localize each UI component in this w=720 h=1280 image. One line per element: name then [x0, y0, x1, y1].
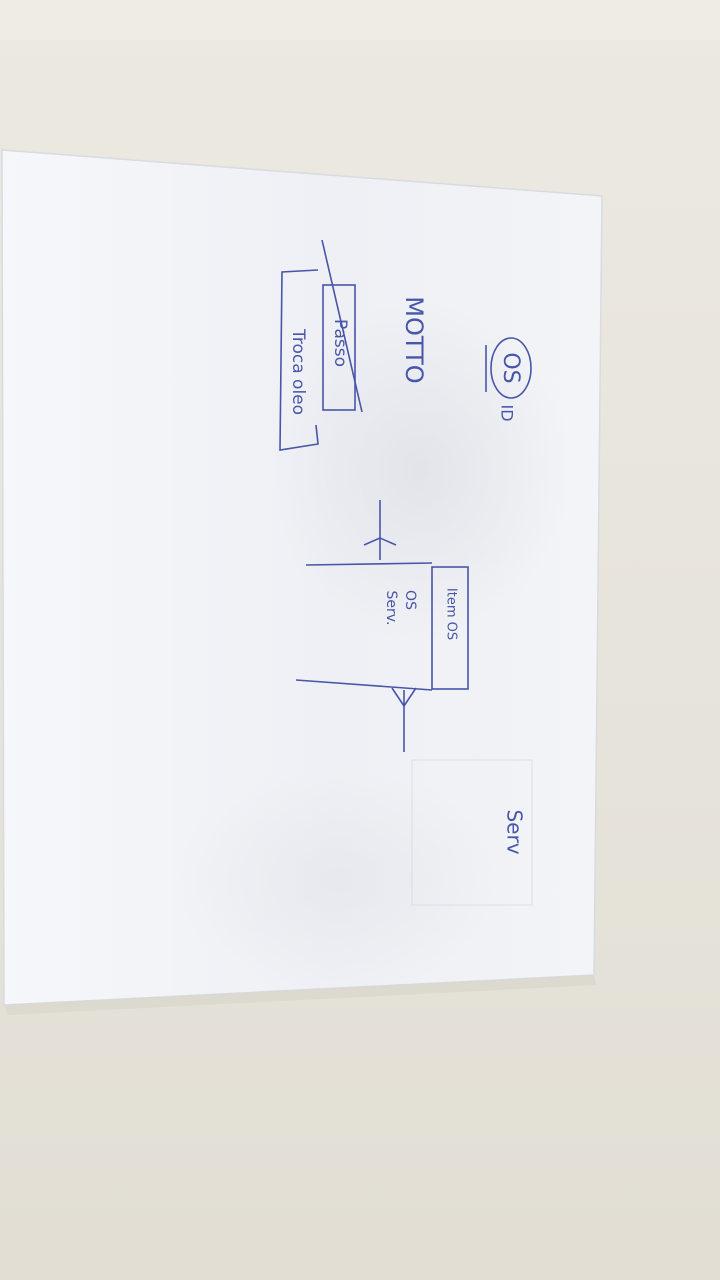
paper-shadow-blob: [170, 770, 510, 990]
entity-title: Item OS: [444, 588, 459, 640]
id-label: ID: [498, 404, 517, 421]
table-edge-shadow: [0, 0, 720, 40]
serv-label: Serv: [503, 809, 527, 854]
os-label: OS: [498, 352, 523, 383]
entity-field-os: OS: [402, 590, 418, 610]
entity-box: [431, 566, 469, 690]
strike-line: [321, 239, 363, 413]
ghost-box: [411, 759, 533, 906]
os-circle: [490, 337, 532, 399]
paper-lower-shadow: [4, 975, 596, 1015]
relation-line-top: [305, 562, 433, 566]
troca-label: Troca oleo: [288, 328, 308, 415]
troca-box: [279, 269, 319, 451]
crowfoot-bottom: [391, 687, 417, 752]
struck-label: Passo: [330, 319, 350, 367]
struck-box: [322, 284, 356, 411]
entity-field-serv: Serv.: [383, 591, 399, 626]
crowfoot-top: [363, 500, 397, 560]
relation-line-bottom: [295, 679, 433, 691]
motto-label: MOTTO: [400, 296, 428, 383]
